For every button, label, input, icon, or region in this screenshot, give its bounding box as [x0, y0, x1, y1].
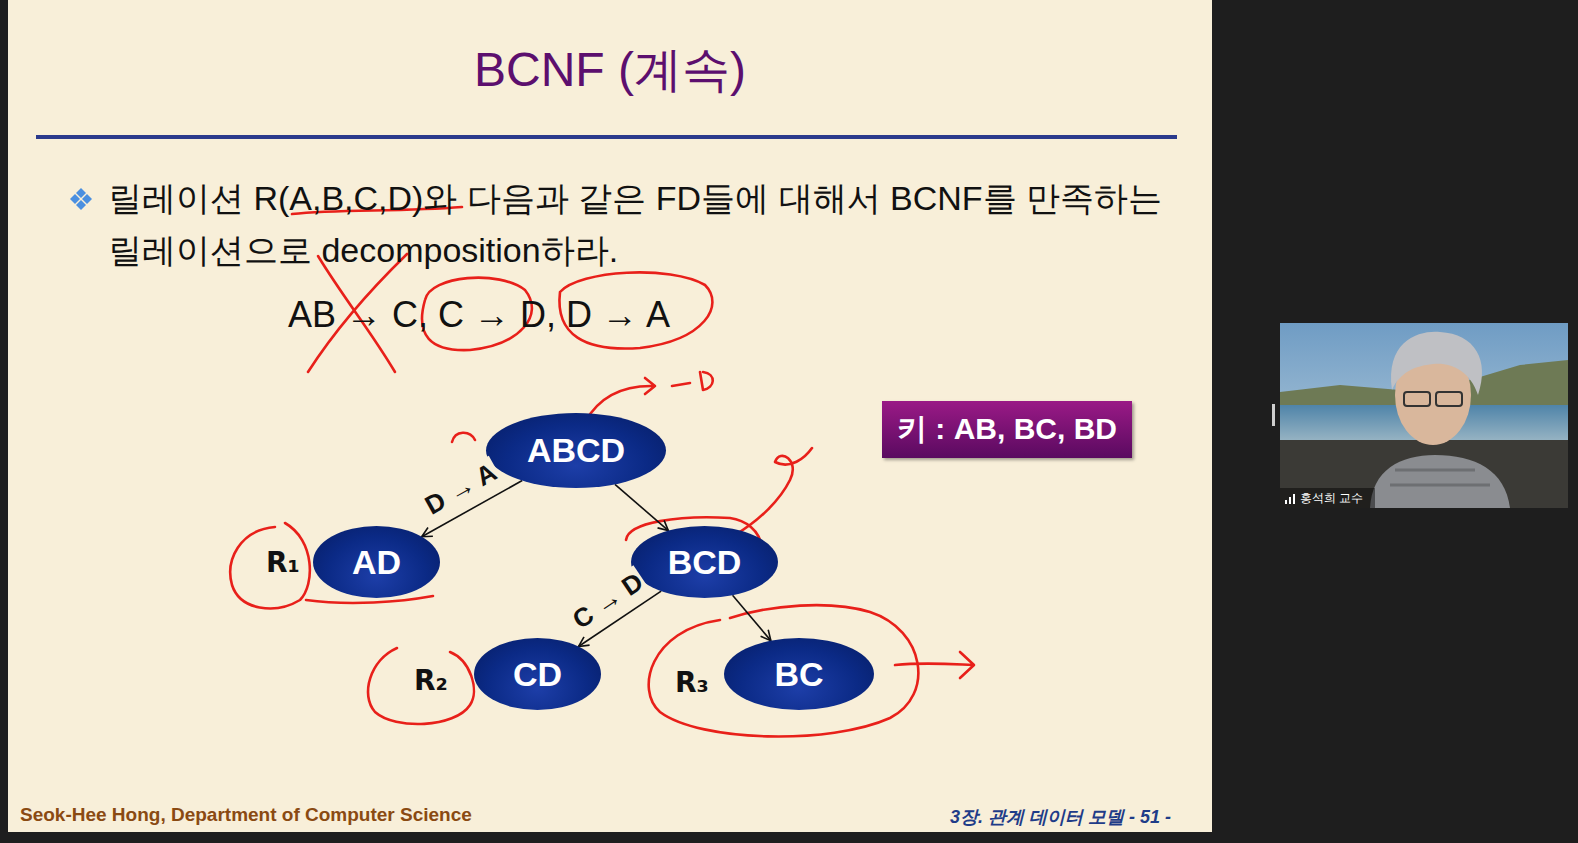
key-box: 키 : AB, BC, BD [882, 401, 1132, 458]
relation-tag: R₂ [414, 664, 448, 697]
decomposition-arrow [733, 595, 771, 640]
problem-statement: 릴레이션 R(A,B,C,D)와 다음과 같은 FD들에 대해서 BCNF를 만… [108, 172, 1168, 276]
node-text: AD [352, 543, 401, 582]
footer-page: 3장. 관계 데이터 모델 - 51 - [950, 805, 1171, 829]
footer-author: Seok-Hee Hong, Department of Computer Sc… [20, 804, 472, 826]
node-text: ABCD [527, 431, 625, 470]
decomposition-arrow [615, 484, 668, 530]
relation-ellipse: BC [724, 638, 874, 710]
relation-ellipse: ABCD [486, 413, 666, 488]
bullet-symbol [70, 188, 92, 210]
slide-area [8, 0, 1212, 832]
relation-ellipse: CD [474, 638, 601, 710]
panel-handle [1272, 404, 1275, 426]
webcam-name: 홍석희 교수 [1300, 490, 1363, 507]
title-rule [36, 135, 1177, 139]
node-text: BC [774, 655, 823, 694]
node-text: BCD [668, 543, 742, 582]
node-text: 키 : AB, BC, BD [897, 409, 1117, 450]
pen-annotations [230, 207, 974, 737]
relation-tag: R₃ [675, 666, 709, 699]
relation-ellipse: AD [313, 526, 440, 598]
edge-label: D → A [418, 456, 504, 523]
relation-ellipse: BCD [631, 526, 778, 598]
slide-title: BCNF (계속) [474, 38, 746, 102]
webcam-image [1280, 323, 1568, 508]
edge-label: C → D [565, 565, 650, 636]
fd-list: AB → C, C → D, D → A [288, 294, 670, 336]
relation-tag: R₁ [266, 546, 300, 579]
node-text: CD [513, 655, 562, 694]
